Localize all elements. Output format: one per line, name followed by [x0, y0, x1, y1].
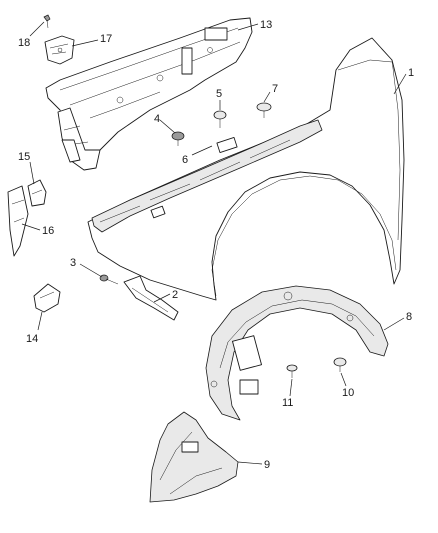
part-7-clip — [256, 102, 272, 118]
part-4-push-pin — [171, 131, 185, 146]
part-9-splash-shield — [149, 411, 239, 503]
part-16-bracket — [7, 185, 29, 257]
callout-3: 3 — [70, 257, 76, 269]
callout-6: 6 — [182, 154, 188, 166]
callout-13: 13 — [260, 19, 272, 31]
part-17-bracket — [44, 35, 75, 65]
part-15-bracket — [27, 179, 47, 207]
part-2-bracket — [123, 275, 179, 321]
callout-5: 5 — [216, 88, 222, 100]
part-10-push-pin — [333, 357, 347, 372]
callout-17: 17 — [100, 33, 112, 45]
callout-1: 1 — [408, 67, 414, 79]
callout-14: 14 — [26, 333, 38, 345]
part-1-fender — [87, 37, 405, 301]
callout-7: 7 — [272, 83, 278, 95]
callout-4: 4 — [154, 113, 160, 125]
part-18-screw — [43, 14, 51, 29]
callout-9: 9 — [264, 459, 270, 471]
part-5-clip — [213, 110, 227, 128]
part-3-bolt — [99, 274, 119, 285]
callout-11: 11 — [282, 397, 293, 409]
callout-18: 18 — [18, 37, 30, 49]
part-11-push-pin — [286, 364, 298, 378]
callout-15: 15 — [18, 151, 30, 163]
part-13-upper-rail — [45, 17, 253, 171]
part-6-rail-strip — [91, 119, 323, 233]
leader-lines — [21, 21, 407, 465]
part-14-clip-bracket — [33, 283, 61, 313]
callout-2: 2 — [172, 289, 178, 301]
callout-8: 8 — [406, 311, 412, 323]
callout-10: 10 — [342, 387, 354, 399]
part-8-wheelhouse-liner — [205, 285, 389, 421]
callout-16: 16 — [42, 225, 54, 237]
